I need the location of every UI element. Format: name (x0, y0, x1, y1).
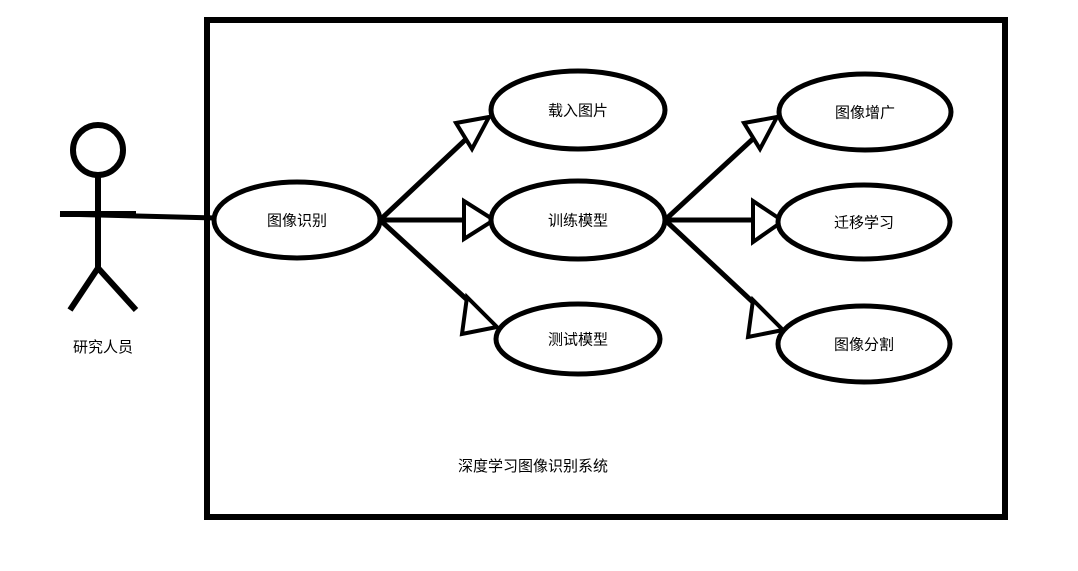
association-line-to-load-image (378, 123, 483, 222)
arrowhead-transfer-learning (751, 197, 787, 246)
use-case-image-augmentation[interactable]: 图像增广 (776, 71, 954, 153)
arrowhead-load-image (452, 114, 493, 154)
system-boundary-box (204, 17, 1008, 520)
use-case-label: 图像分割 (834, 336, 894, 354)
use-case-ellipse (493, 301, 663, 377)
use-case-train-model[interactable]: 训练模型 (488, 178, 668, 262)
use-case-ellipse (776, 71, 954, 153)
actor-right-leg-line (95, 265, 139, 313)
actor-label: 研究人员 (73, 338, 133, 356)
use-case-label: 图像增广 (835, 104, 895, 122)
arrowhead-test-model (459, 292, 502, 337)
use-case-label: 载入图片 (548, 102, 608, 120)
association-line-to-image-augmentation (663, 123, 770, 222)
use-case-ellipse (488, 178, 668, 262)
system-boundary-label: 深度学习图像识别系统 (458, 457, 608, 475)
use-case-label: 训练模型 (548, 212, 608, 230)
use-case-ellipse (211, 179, 383, 261)
use-case-test-model[interactable]: 测试模型 (493, 301, 663, 377)
use-case-transfer-learning[interactable]: 迁移学习 (775, 182, 953, 262)
use-case-image-recognition[interactable]: 图像识别 (211, 179, 383, 261)
arrowhead-train-model (462, 197, 498, 243)
use-case-ellipse (775, 182, 953, 262)
use-case-label: 图像识别 (267, 212, 327, 230)
use-case-load-image[interactable]: 载入图片 (488, 68, 668, 152)
actor-researcher[interactable]: 研究人员 (60, 122, 139, 356)
arrowhead-image-segmentation (745, 295, 788, 340)
use-case-image-segmentation[interactable]: 图像分割 (775, 303, 953, 385)
actor-head-icon (70, 122, 126, 178)
use-case-label: 迁移学习 (834, 214, 894, 232)
use-case-ellipse (488, 68, 668, 152)
use-case-ellipse (775, 303, 953, 385)
arrowhead-image-augmentation (740, 114, 781, 154)
actor-left-leg-line (67, 266, 101, 312)
use-case-label: 测试模型 (548, 331, 608, 349)
association-actor-to-image-recognition (59, 211, 217, 221)
